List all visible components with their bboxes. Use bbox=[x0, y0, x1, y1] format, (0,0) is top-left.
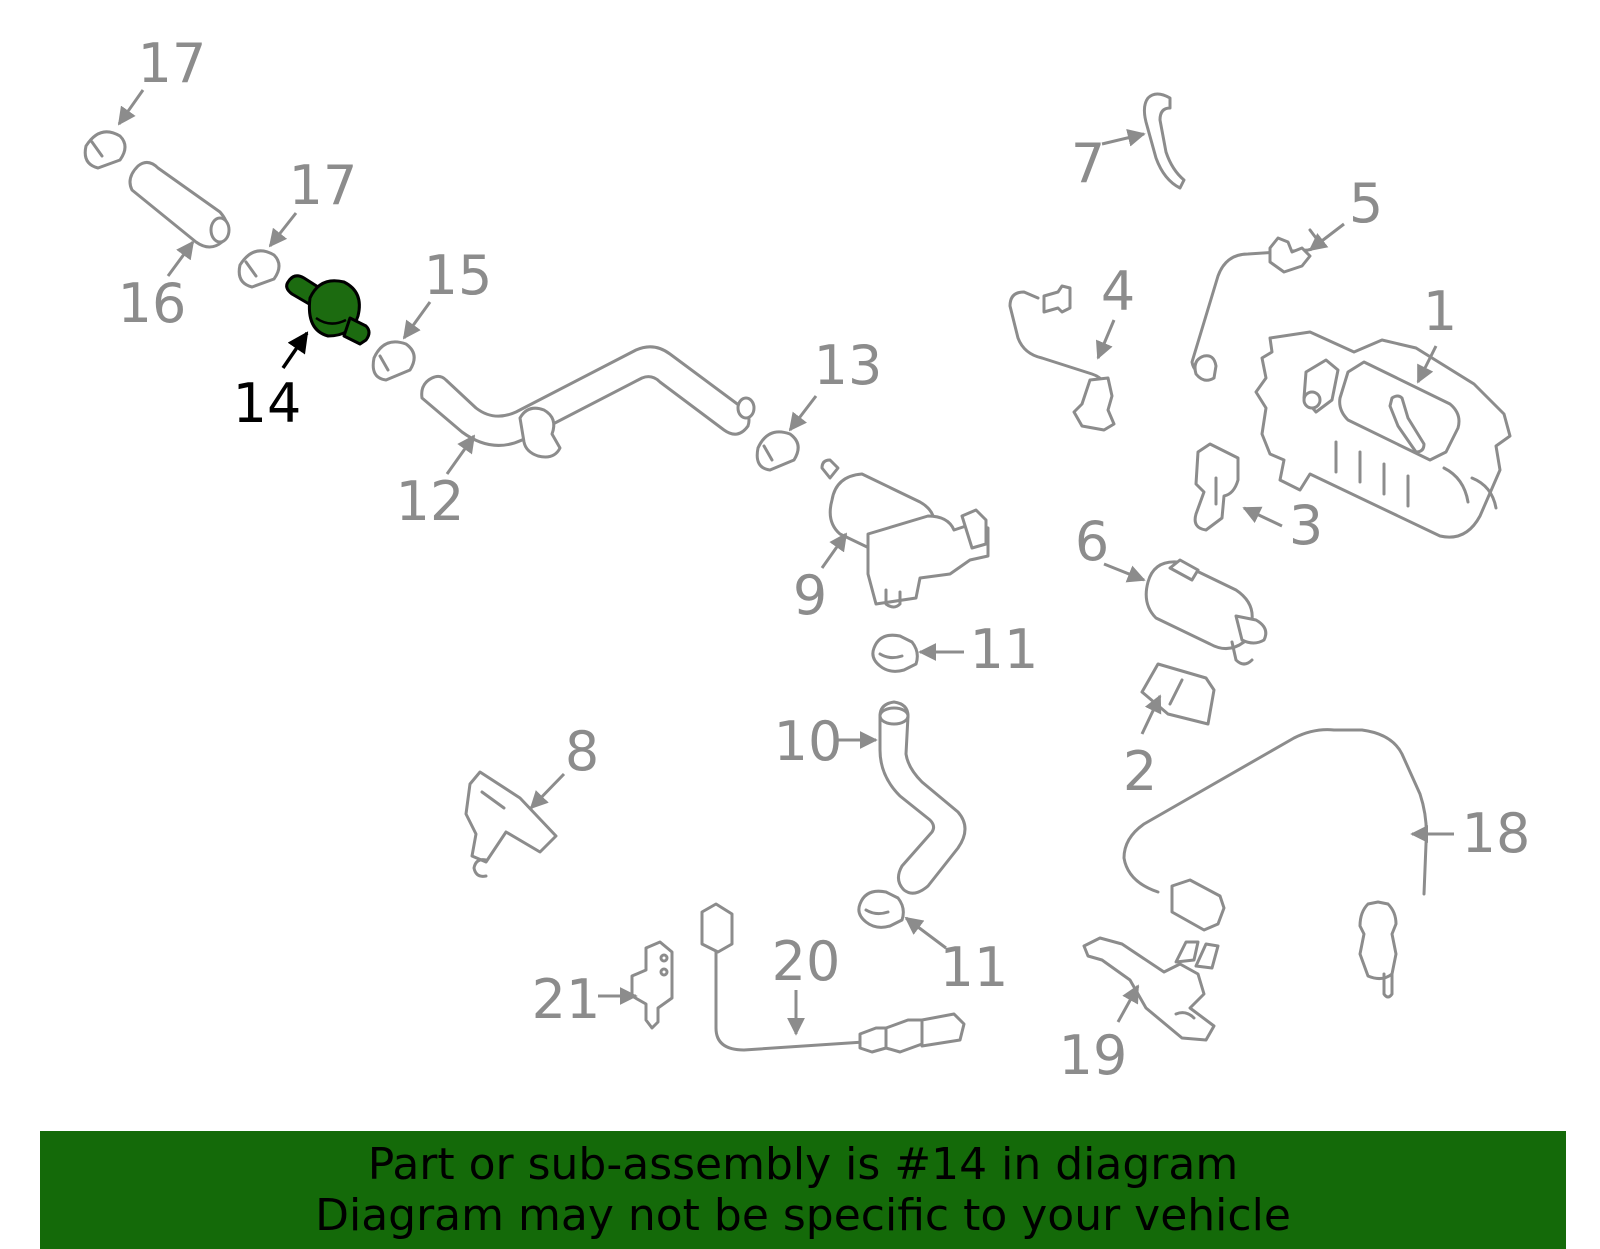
part-15-clamp[interactable] bbox=[371, 340, 416, 382]
banner-line-disclaimer: Diagram may not be specific to your vehi… bbox=[315, 1190, 1291, 1241]
disclaimer-banner: Part or sub-assembly is #14 in diagram D… bbox=[40, 1131, 1566, 1249]
callout-20: 20 bbox=[772, 930, 841, 993]
callout-14: 14 bbox=[233, 372, 302, 435]
part-16-hose[interactable] bbox=[128, 161, 231, 249]
callout-17-top: 17 bbox=[138, 32, 207, 95]
callout-11-lower: 11 bbox=[940, 936, 1009, 999]
banner-line-part-number: Part or sub-assembly is #14 in diagram bbox=[367, 1139, 1239, 1190]
part-8-sensor[interactable] bbox=[464, 770, 558, 878]
part-6-filter[interactable] bbox=[1144, 558, 1268, 666]
part-21-bracket[interactable] bbox=[630, 940, 674, 1030]
callout-17-middle: 17 bbox=[289, 154, 358, 217]
callout-2: 2 bbox=[1123, 740, 1157, 803]
callout-7: 7 bbox=[1071, 132, 1105, 195]
part-11-clamp-upper[interactable] bbox=[871, 633, 919, 673]
callout-10: 10 bbox=[774, 710, 843, 773]
callout-21: 21 bbox=[532, 968, 601, 1031]
callout-6: 6 bbox=[1075, 510, 1109, 573]
callout-15: 15 bbox=[424, 244, 493, 307]
callout-1: 1 bbox=[1423, 280, 1457, 343]
part-2-plate[interactable] bbox=[1140, 662, 1216, 726]
callout-5: 5 bbox=[1349, 172, 1383, 235]
callout-16: 16 bbox=[118, 272, 187, 335]
callout-4: 4 bbox=[1101, 260, 1135, 323]
callout-11-upper: 11 bbox=[970, 618, 1039, 681]
part-3-valve[interactable] bbox=[1193, 442, 1240, 532]
part-1-canister[interactable] bbox=[1254, 330, 1512, 539]
callout-3: 3 bbox=[1289, 494, 1323, 557]
callout-9: 9 bbox=[793, 564, 827, 627]
part-20-oxygen-sensor[interactable] bbox=[700, 902, 966, 1054]
callout-13: 13 bbox=[814, 334, 883, 397]
part-17-clamp-middle[interactable] bbox=[237, 249, 281, 289]
part-11-clamp-lower[interactable] bbox=[857, 889, 905, 929]
part-12-hose[interactable] bbox=[420, 345, 756, 459]
part-18-oxygen-sensor[interactable] bbox=[1122, 728, 1428, 999]
part-7-hose[interactable] bbox=[1142, 92, 1186, 190]
callout-8: 8 bbox=[565, 720, 599, 783]
part-14-valve-highlighted[interactable] bbox=[285, 274, 371, 346]
part-4-line[interactable] bbox=[1008, 284, 1116, 432]
callout-18: 18 bbox=[1462, 802, 1531, 865]
part-19-bracket[interactable] bbox=[1082, 936, 1220, 1042]
callout-19: 19 bbox=[1059, 1024, 1128, 1087]
part-9-solenoid[interactable] bbox=[820, 458, 990, 609]
parts-diagram: 17 16 17 14 15 12 13 bbox=[83, 32, 1531, 1087]
part-17-clamp-top[interactable] bbox=[83, 130, 127, 170]
part-13-clamp[interactable] bbox=[755, 430, 800, 472]
callout-12: 12 bbox=[396, 470, 465, 533]
part-10-hose[interactable] bbox=[878, 700, 967, 895]
